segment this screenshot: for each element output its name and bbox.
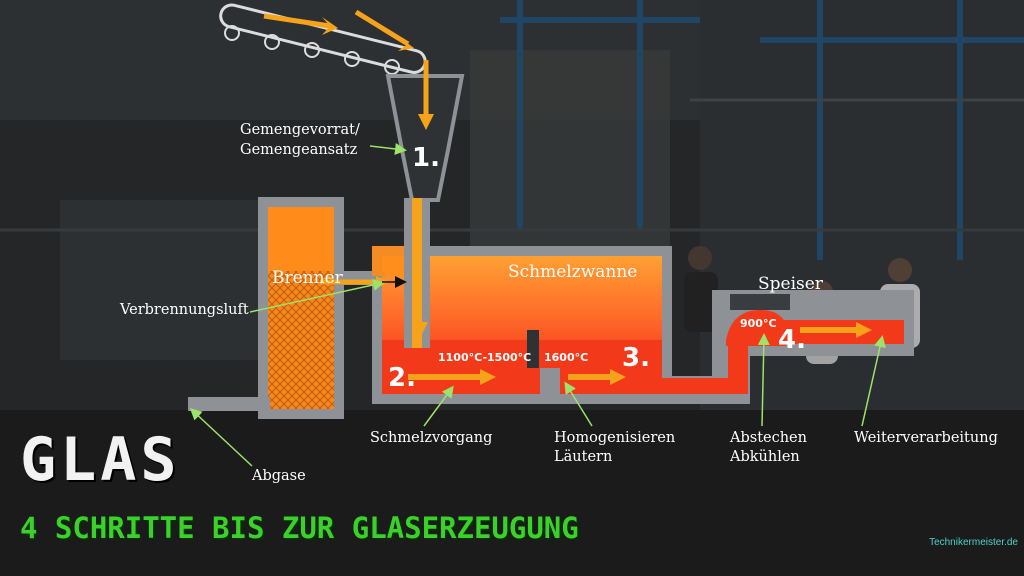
label-schmelzwanne: Schmelzwanne: [508, 262, 638, 282]
step-1: 1.: [412, 143, 440, 173]
step-2: 2.: [388, 363, 416, 393]
label-laeutern: Läutern: [554, 449, 613, 465]
label-schmelzvorgang: Schmelzvorgang: [370, 430, 493, 446]
temperature-feeder: 900°C: [740, 317, 777, 330]
step-3: 3.: [622, 343, 650, 373]
regenerator-chamber: [188, 197, 344, 419]
batch-hopper: [385, 74, 465, 348]
label-speiser: Speiser: [758, 274, 823, 294]
temperature-refine: 1600°C: [544, 351, 589, 364]
label-homogenisieren: Homogenisieren: [554, 430, 676, 446]
label-abgase: Abgase: [252, 468, 306, 484]
label-gemengevorrat: Gemengevorrat/: [240, 122, 360, 138]
label-abkuehlen: Abkühlen: [730, 449, 800, 465]
page-title: GLAS: [20, 425, 181, 495]
label-gemengeansatz: Gemengeansatz: [240, 142, 358, 158]
label-pointers: [189, 142, 886, 467]
temperature-melt: 1100°C-1500°C: [438, 351, 532, 364]
step-4: 4.: [778, 325, 806, 355]
melting-tank: [372, 246, 914, 404]
label-verbrennungsluft: Verbrennungsluft: [120, 302, 249, 318]
label-weiterverarbeitung: Weiterverarbeitung: [854, 430, 998, 446]
material-flow-arrows: [263, 9, 872, 385]
page-subtitle: 4 SCHRITTE BIS ZUR GLASERZEUGUNG: [20, 511, 579, 545]
label-brenner: Brenner: [272, 268, 343, 288]
label-abstechen: Abstechen: [730, 430, 807, 446]
site-logo: Technikermeister.de: [929, 537, 1018, 548]
